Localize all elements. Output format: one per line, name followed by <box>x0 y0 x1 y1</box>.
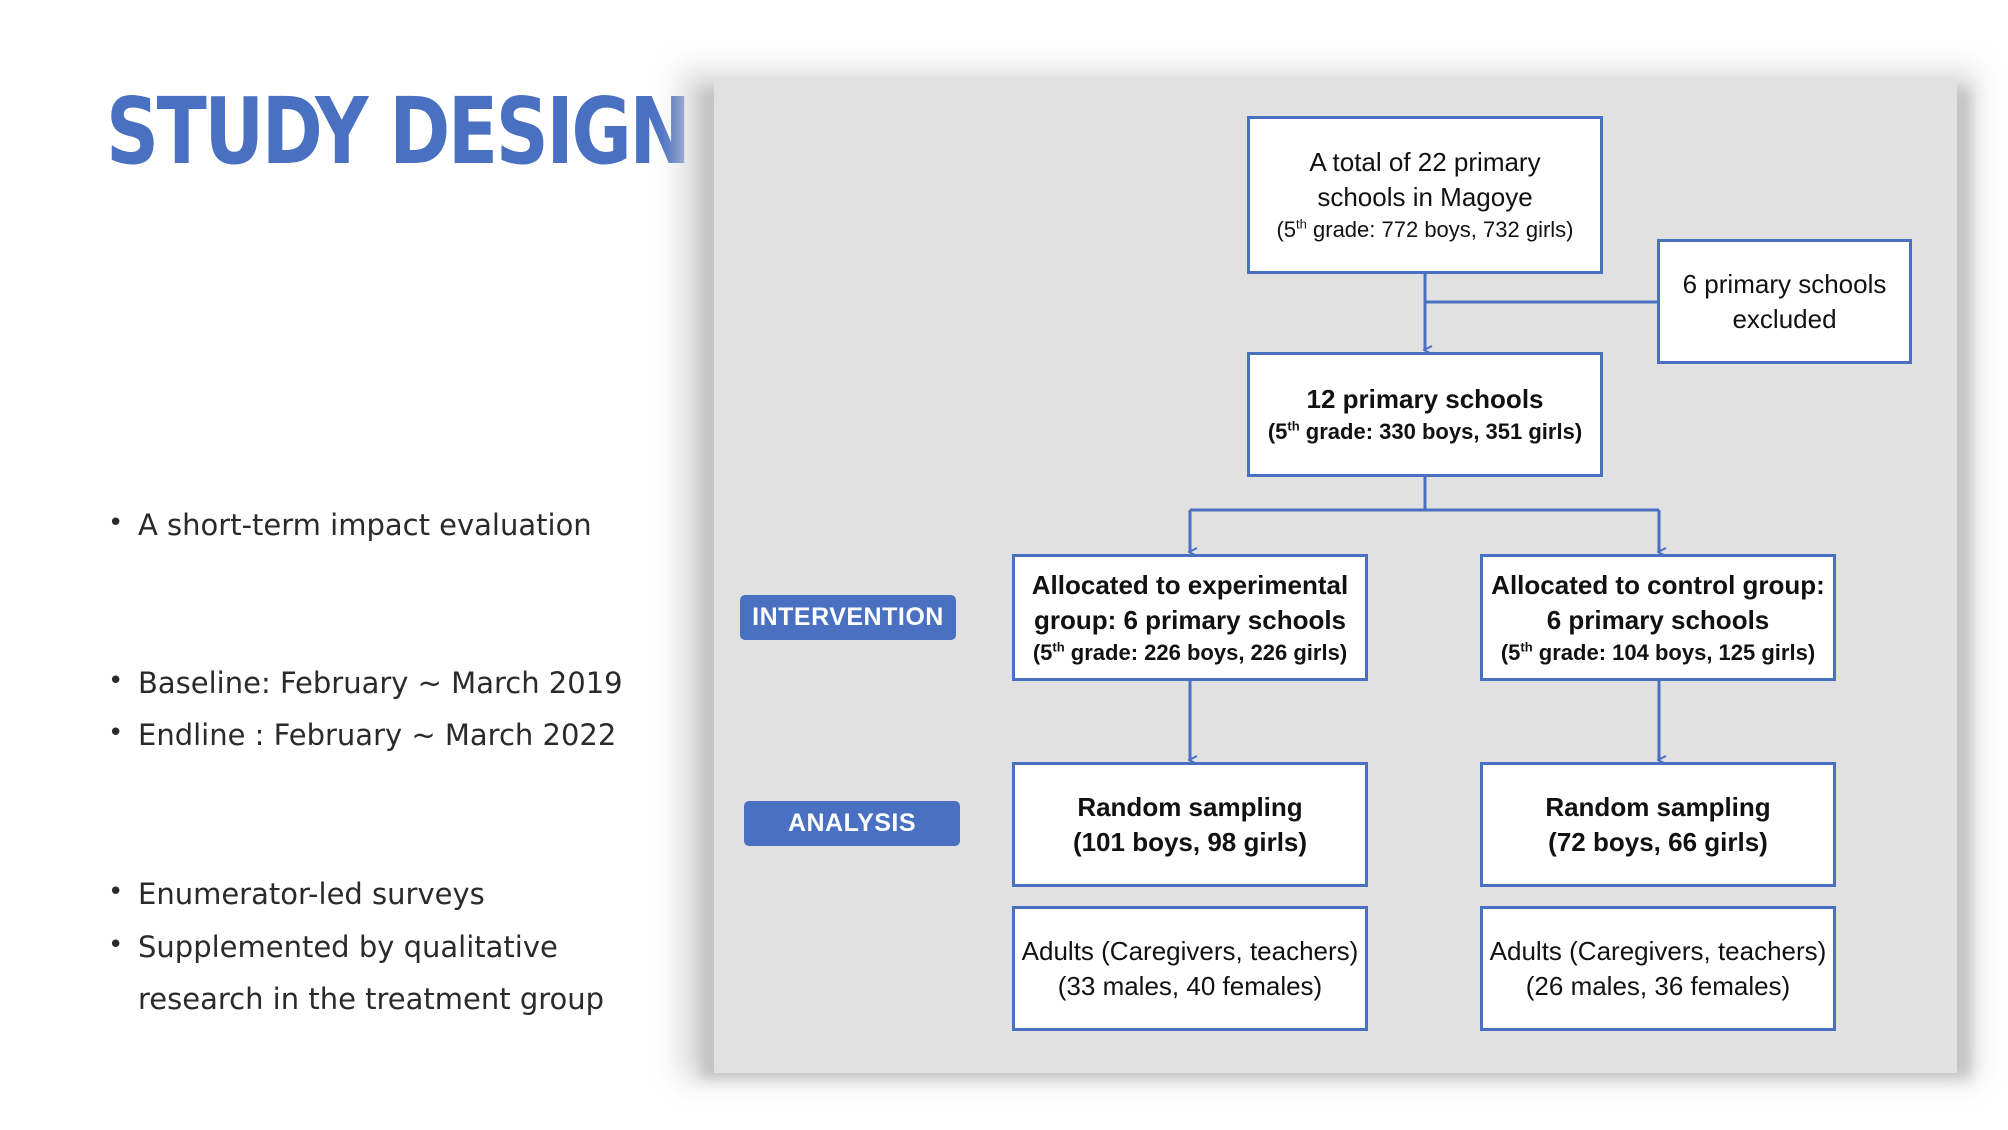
sampling-control-box: Random sampling (72 boys, 66 girls) <box>1480 762 1836 887</box>
control-group-box: Allocated to control group: 6 primary sc… <box>1480 554 1836 681</box>
page-title: STUDY DESIGN <box>106 78 691 185</box>
excluded-schools-box: 6 primary schools excluded <box>1657 239 1912 364</box>
bullet-icon: • <box>108 666 124 696</box>
experimental-grade-line: (5th grade: 226 boys, 226 girls) <box>1032 639 1348 665</box>
sampling-experimental-box: Random sampling (101 boys, 98 girls) <box>1012 762 1368 887</box>
remaining-schools-box: 12 primary schools (5th grade: 330 boys,… <box>1247 352 1603 477</box>
remaining-grade-line: (5th grade: 330 boys, 351 girls) <box>1267 418 1583 444</box>
bullet-icon: • <box>108 508 124 538</box>
bullet-list: • A short-term impact evaluation • Basel… <box>108 508 623 1016</box>
analysis-tag: ANALYSIS <box>744 801 960 846</box>
total-schools-box: A total of 22 primary schools in Magoye … <box>1247 116 1603 274</box>
intervention-tag: INTERVENTION <box>740 595 956 640</box>
control-grade-line: (5th grade: 104 boys, 125 girls) <box>1500 639 1816 665</box>
experimental-group-box: Allocated to experimental group: 6 prima… <box>1012 554 1368 681</box>
bullet-icon: • <box>108 718 124 748</box>
bullet-icon: • <box>108 877 124 907</box>
adults-experimental-box: Adults (Caregivers, teachers) (33 males,… <box>1012 906 1368 1031</box>
adults-control-box: Adults (Caregivers, teachers) (26 males,… <box>1480 906 1836 1031</box>
total-grade-line: (5th grade: 772 boys, 732 girls) <box>1276 216 1574 242</box>
bullet-icon: • <box>108 930 124 960</box>
